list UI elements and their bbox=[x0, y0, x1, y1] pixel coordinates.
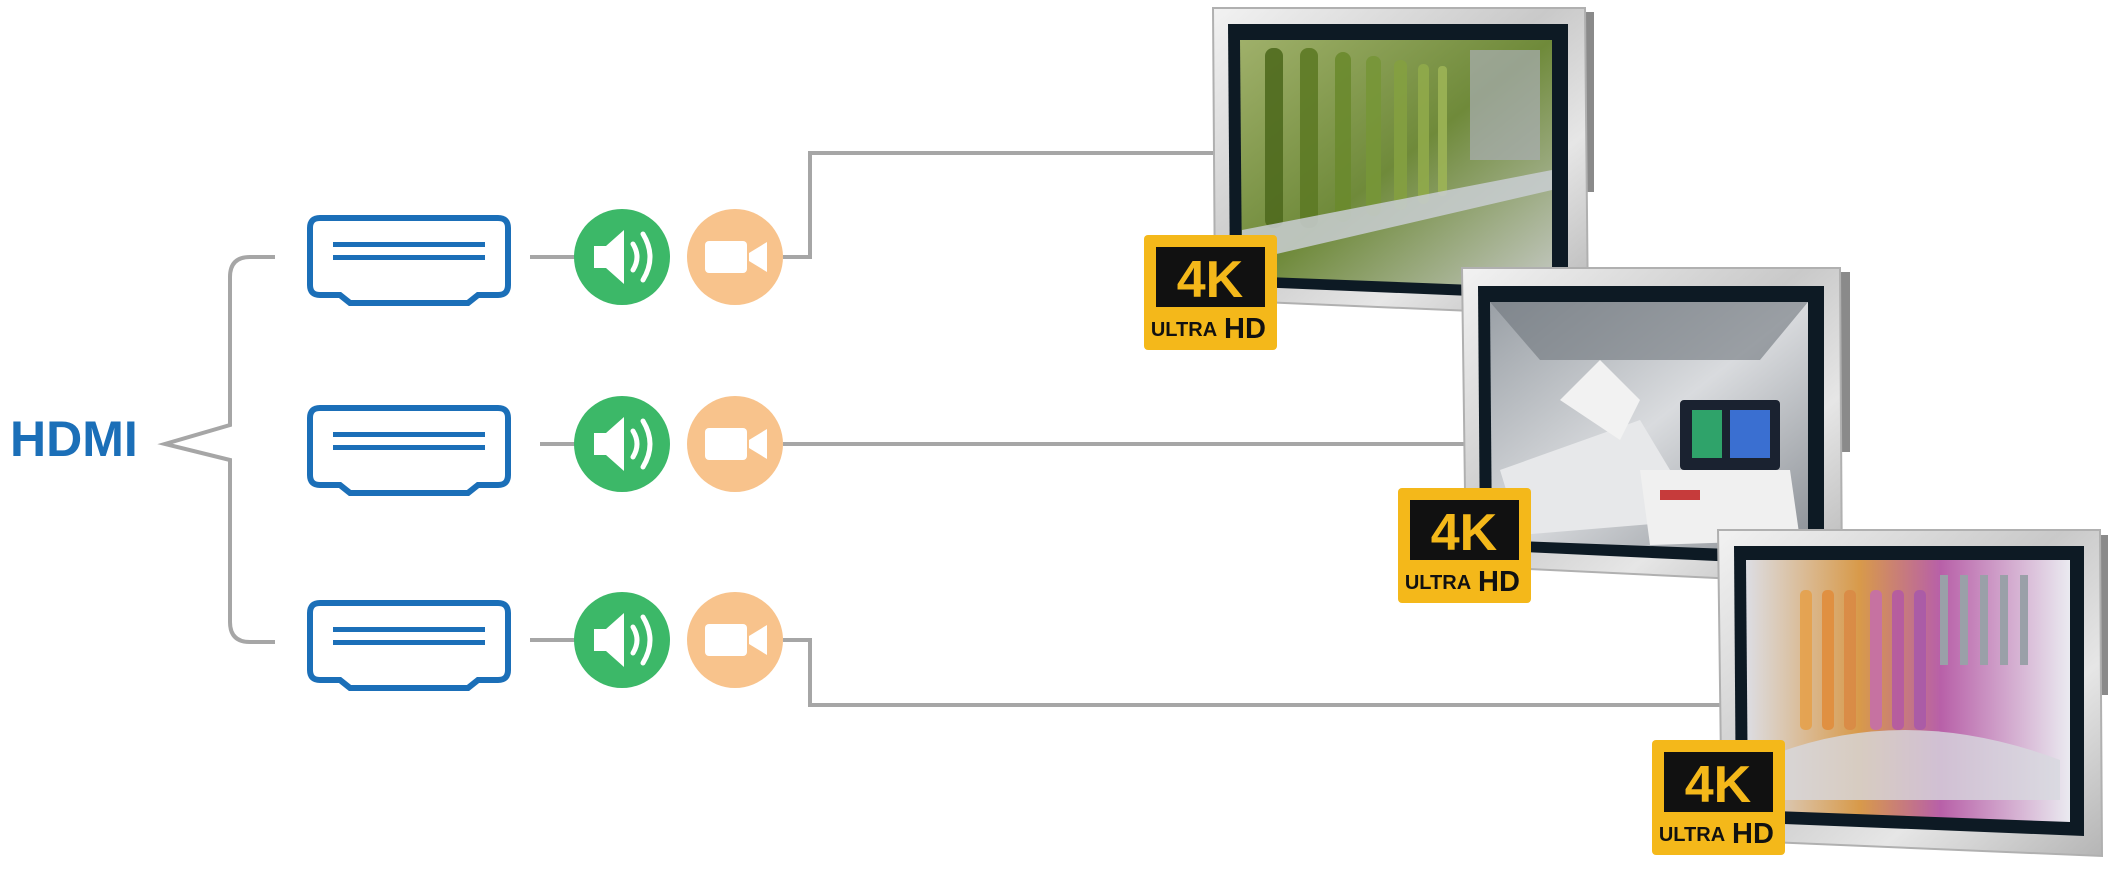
channel-1 bbox=[307, 151, 1215, 306]
channel-2 bbox=[307, 396, 1470, 496]
pharma-scene bbox=[1746, 560, 2070, 822]
connector-line bbox=[783, 151, 1215, 259]
4k-ultra-hd-badge-2: 4K ULTRA HD bbox=[1398, 488, 1531, 603]
4k-ultra-hd-badge-3: 4K ULTRA HD bbox=[1652, 740, 1785, 855]
hdmi-port-icon bbox=[307, 405, 511, 496]
badge-4k-text: 4K bbox=[1431, 504, 1498, 562]
badge-ultra-text: ULTRA bbox=[1659, 824, 1725, 846]
4k-ultra-hd-badge-1: 4K ULTRA HD bbox=[1144, 235, 1277, 350]
connector-line bbox=[783, 638, 1725, 707]
badge-ultra-text: ULTRA bbox=[1151, 319, 1217, 341]
badge-hd-text: HD bbox=[1224, 313, 1266, 345]
channel-3 bbox=[307, 592, 1725, 707]
robotic-factory-display bbox=[1460, 267, 1850, 586]
video-camera-icon bbox=[687, 209, 783, 305]
badge-4k-text: 4K bbox=[1177, 251, 1244, 309]
hdmi-source-label: HDMI bbox=[10, 411, 138, 467]
hdmi-brace bbox=[157, 255, 275, 644]
hdmi-port-icon bbox=[307, 600, 511, 691]
badge-hd-text: HD bbox=[1732, 818, 1774, 850]
bottling-line-display bbox=[1211, 7, 1594, 318]
pharma-vials-display bbox=[1716, 529, 2108, 858]
speaker-icon bbox=[574, 209, 670, 305]
bottling-scene bbox=[1240, 40, 1552, 288]
video-camera-icon bbox=[687, 592, 783, 688]
hdmi-port-icon bbox=[307, 215, 511, 306]
badge-ultra-text: ULTRA bbox=[1405, 572, 1471, 594]
badge-4k-text: 4K bbox=[1685, 756, 1752, 814]
badge-hd-text: HD bbox=[1478, 566, 1520, 598]
video-camera-icon bbox=[687, 396, 783, 492]
factory-scene bbox=[1490, 302, 1808, 552]
speaker-icon bbox=[574, 396, 670, 492]
speaker-icon bbox=[574, 592, 670, 688]
